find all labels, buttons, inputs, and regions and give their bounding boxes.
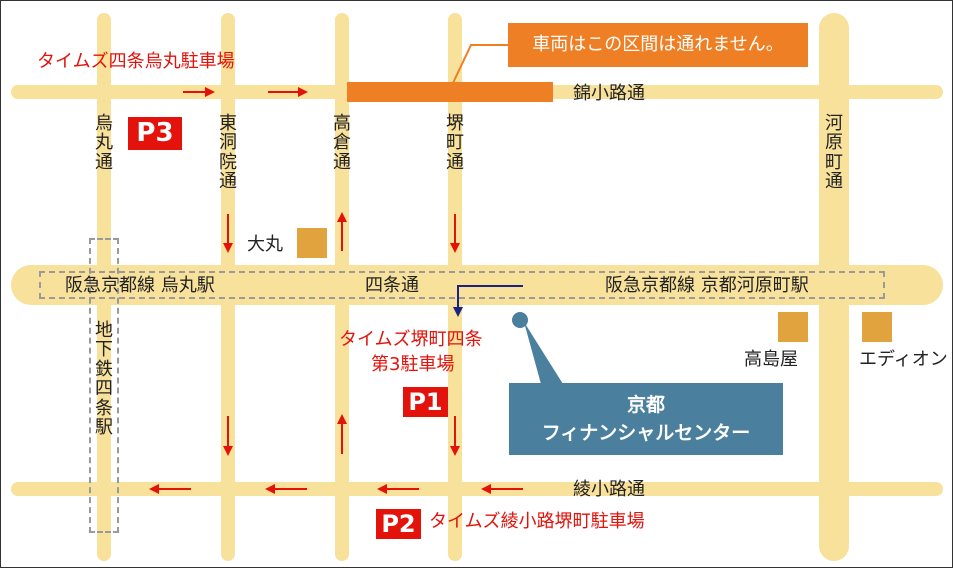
no-entry-notice: 車両はこの区間は通れません。 <box>508 23 808 67</box>
station-label-hankyu-kawaramachi: 阪急京都線 京都河原町駅 <box>605 275 809 296</box>
p1-entrance-pointer <box>453 285 523 317</box>
street-label-kawaramachi: 河 原 町 通 <box>825 113 843 193</box>
building-daimaru <box>297 228 327 258</box>
p2-badge: P2 <box>376 509 421 539</box>
street-label-shijo: 四条通 <box>365 275 419 296</box>
landmark-label-daimaru: 大丸 <box>247 234 283 255</box>
street-label-karasuma: 烏 丸 通 <box>95 113 113 173</box>
notice-leader-line <box>452 44 508 84</box>
destination-callout: 京都 フィナンシャルセンター <box>509 383 783 455</box>
street-label-higashinotoin: 東 洞 院 通 <box>219 113 237 193</box>
street-label-ayanokoji: 綾小路通 <box>573 479 645 500</box>
p3-name: タイムズ四条烏丸駐車場 <box>37 51 235 72</box>
road-ayanokoji <box>11 482 943 496</box>
landmark-label-edion: エディオン <box>859 349 948 370</box>
destination-line1: 京都 <box>626 394 665 416</box>
p1-badge: P1 <box>403 387 448 417</box>
destination-pin <box>512 312 528 328</box>
p1-name-line2: 第3駐車場 <box>371 354 455 375</box>
street-label-sakaimachi: 堺 町 通 <box>446 113 464 173</box>
destination-line2: フィナンシャルセンター <box>541 422 751 444</box>
p3-badge: P3 <box>128 117 182 150</box>
closed-section-bar <box>347 82 553 102</box>
subway-station-outline <box>89 238 119 533</box>
street-label-nishikikoji: 錦小路通 <box>573 83 645 104</box>
street-label-takakura: 高 倉 通 <box>333 113 351 173</box>
hankyu-line-outline <box>39 271 885 299</box>
destination-callout-tail <box>524 322 563 384</box>
landmark-label-takashimaya: 高島屋 <box>744 349 798 370</box>
p2-name: タイムズ綾小路堺町駐車場 <box>429 511 645 532</box>
building-takashimaya <box>778 312 808 342</box>
building-edion <box>862 312 892 342</box>
station-label-hankyu-karasuma: 阪急京都線 烏丸駅 <box>65 275 215 296</box>
station-label-subway-shijo: 地 下 鉄 四 条 駅 <box>95 320 113 439</box>
p1-name-line1: タイムズ堺町四条 <box>339 329 483 350</box>
